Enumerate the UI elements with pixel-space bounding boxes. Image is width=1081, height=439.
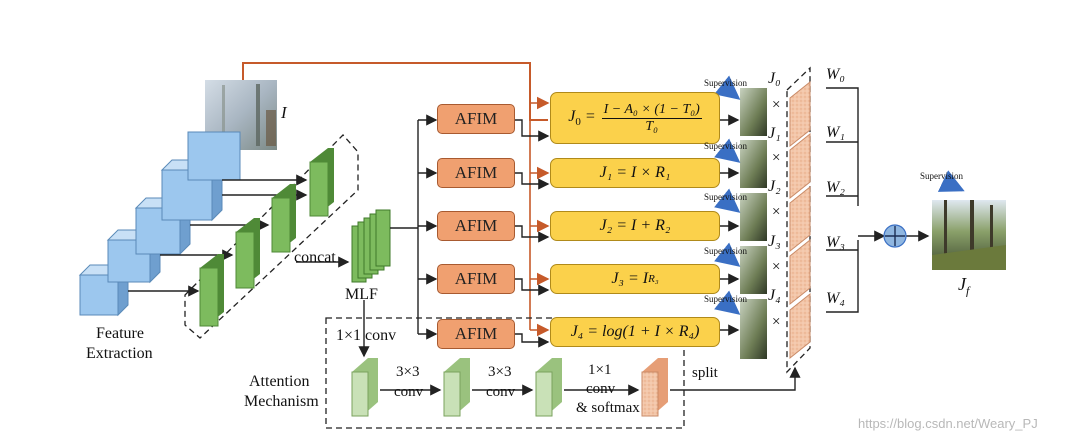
- j0-numerator: I − A₀ × (1 − T₀): [601, 101, 702, 119]
- output-j4: J₄: [768, 287, 781, 304]
- final-output-image: [932, 200, 1006, 270]
- conv-final-label-3: & softmax: [576, 400, 640, 416]
- attention-label-1: Attention: [249, 373, 310, 390]
- mlf-label: MLF: [345, 286, 378, 303]
- attention-mechanism-box: [325, 317, 685, 429]
- supervision-label-2: Supervision: [704, 192, 748, 202]
- final-output-sub: f: [966, 283, 970, 298]
- concat-label: concat: [294, 249, 336, 266]
- afim-box-2: AFIM: [437, 211, 515, 241]
- multiply-1: ×: [772, 150, 781, 166]
- feature-extraction-cubes: [78, 131, 241, 317]
- feature-extraction-label-2: Extraction: [86, 345, 153, 362]
- j0-denominator: T₀: [645, 118, 659, 134]
- multiply-2: ×: [772, 204, 781, 220]
- weight-w3: W₃: [826, 234, 845, 251]
- equation-j4: J₄ = log(1 + I × R₄): [550, 317, 720, 347]
- j0-lhs: J: [568, 107, 576, 125]
- watermark: https://blog.csdn.net/Weary_PJ: [858, 416, 1038, 431]
- conv3x3-a-label-2: conv: [394, 384, 424, 400]
- supervision-label-4: Supervision: [704, 294, 748, 304]
- conv3x3-a-label-1: 3×3: [396, 364, 420, 380]
- weight-w0: W₀: [826, 66, 845, 83]
- afim-box-0: AFIM: [437, 104, 515, 134]
- equation-j2: J₂ = I + R₂: [550, 211, 720, 241]
- conv3x3-b-label-2: conv: [486, 384, 516, 400]
- attention-label-2: Mechanism: [244, 393, 319, 410]
- supervision-label-0: Supervision: [704, 78, 748, 88]
- output-j3: J₃: [768, 233, 781, 250]
- j3-exponent: R₃: [648, 273, 659, 285]
- weight-w2: W₂: [826, 179, 845, 196]
- afim-box-1: AFIM: [437, 158, 515, 188]
- weight-w4: W₄: [826, 290, 845, 307]
- supervision-label-1: Supervision: [704, 141, 748, 151]
- afim-box-3: AFIM: [437, 264, 515, 294]
- afim-box-4: AFIM: [437, 319, 515, 349]
- weight-maps: [789, 80, 811, 360]
- conv-final-label-2: conv: [586, 381, 616, 397]
- multi-level-features-group: [184, 134, 359, 339]
- final-output-j: J: [958, 274, 966, 294]
- multiply-0: ×: [772, 97, 781, 113]
- final-output-label: Jf: [958, 274, 969, 299]
- j0-lhs-sub: 0: [575, 116, 581, 129]
- equation-j1: J₁ = I × R₁: [550, 158, 720, 188]
- split-label: split: [692, 365, 718, 381]
- intermediate-dehazed-images: [740, 88, 767, 359]
- green-feature-blocks: [199, 148, 334, 327]
- output-j0: J₀: [768, 70, 781, 87]
- multiply-4: ×: [772, 314, 781, 330]
- input-image-label: I: [281, 103, 287, 122]
- weight-maps-group: [786, 66, 811, 374]
- multiply-3: ×: [772, 259, 781, 275]
- conv-final-label-1: 1×1: [588, 362, 612, 378]
- conv3x3-b-label-1: 3×3: [488, 364, 512, 380]
- j3-base: J₃ = I: [611, 270, 649, 287]
- conv1x1-label: 1×1 conv: [336, 327, 397, 344]
- equation-j0: J0 = I − A₀ × (1 − T₀) T₀: [550, 92, 720, 144]
- weight-w1: W₁: [826, 124, 845, 141]
- output-j2: J₂: [768, 178, 781, 195]
- supervision-label-3: Supervision: [704, 246, 748, 256]
- skip-connection-line: [242, 62, 548, 121]
- mlf-block: [351, 209, 391, 283]
- supervision-label-final: Supervision: [920, 171, 964, 181]
- output-j1: J₁: [768, 125, 781, 142]
- attention-blocks: [351, 358, 668, 417]
- sum-node: [883, 224, 907, 248]
- feature-extraction-label-1: Feature: [96, 325, 144, 342]
